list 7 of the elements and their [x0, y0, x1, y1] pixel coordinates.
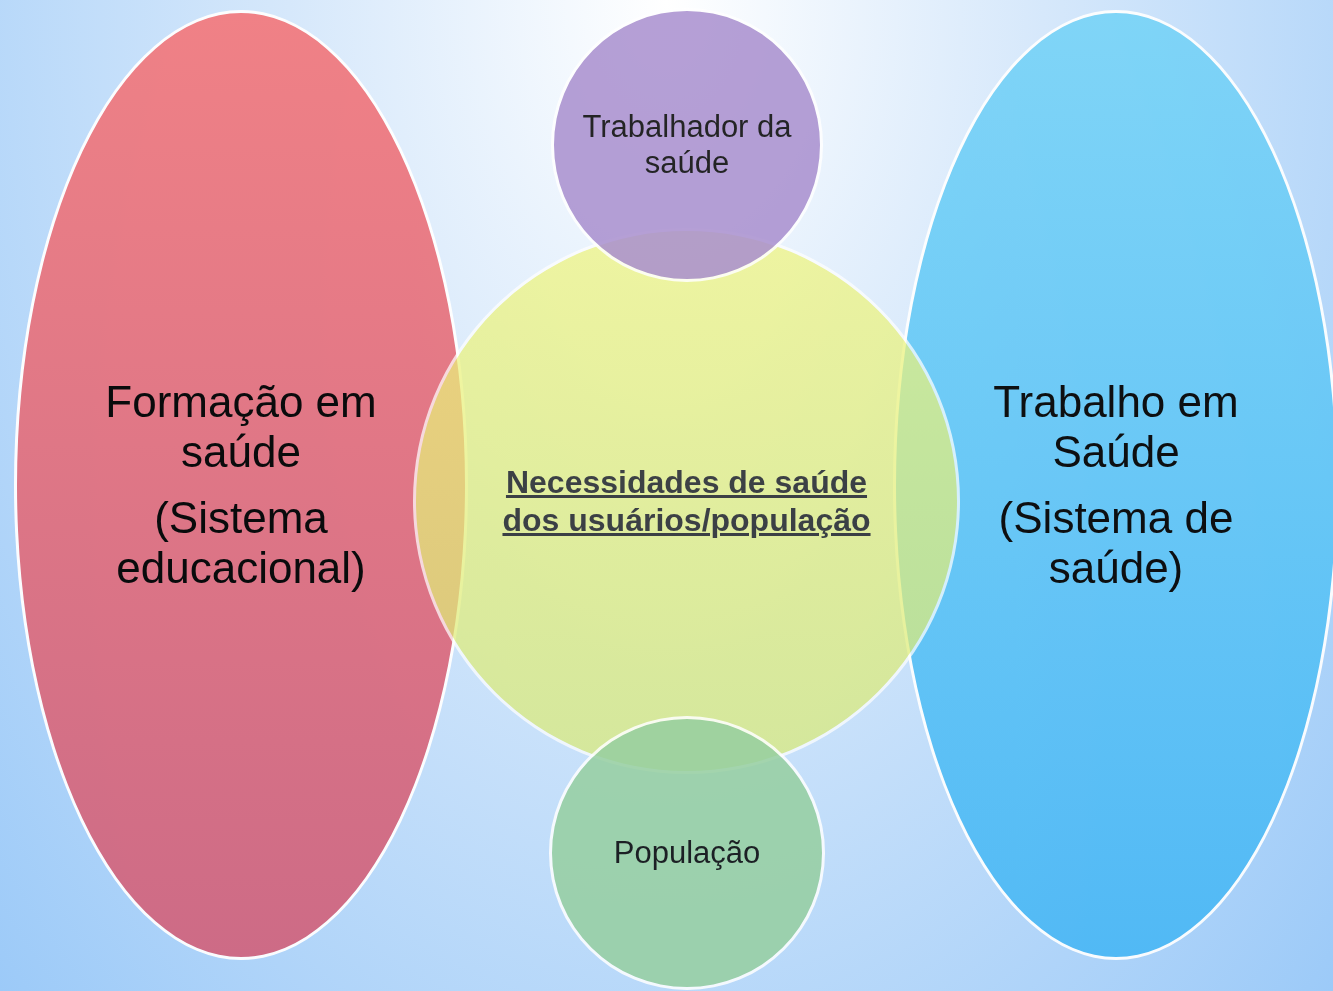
node-label: (Sistema de saúde) [997, 493, 1235, 593]
node-label: Trabalho em Saúde [992, 377, 1240, 477]
node-label: Trabalhador da saúde [581, 109, 793, 181]
node-label: Formação em saúde [104, 377, 378, 477]
node-label: Necessidades de saúde dos usuários/população [501, 463, 872, 539]
node-label: População [613, 835, 761, 871]
node-label: (Sistema educacional) [115, 493, 367, 593]
